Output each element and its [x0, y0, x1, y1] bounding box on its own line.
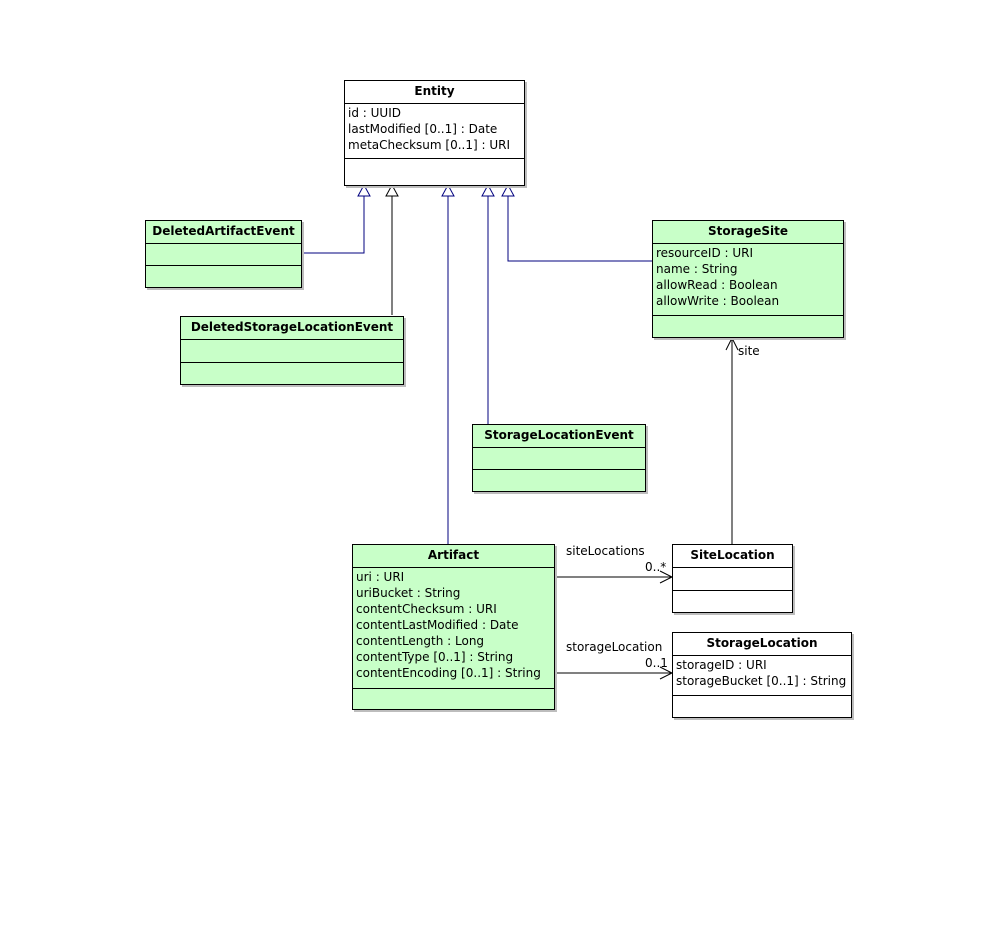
class-name: StorageLocation: [673, 633, 851, 656]
attribute: storageBucket [0..1] : String: [676, 674, 847, 688]
association-arrowhead-site: [725, 336, 739, 351]
multiplicity-label-sitelocations: 0..*: [645, 560, 667, 574]
class-storage-site[interactable]: StorageSite resourceID : URI name : Stri…: [652, 220, 844, 338]
class-name: DeletedStorageLocationEvent: [181, 317, 403, 340]
attributes-compartment: storageID : URI storageBucket [0..1] : S…: [673, 656, 851, 696]
generalization-arrowhead: [481, 183, 495, 197]
attributes-compartment: id : UUID lastModified [0..1] : Date met…: [345, 104, 524, 159]
attribute: name : String: [656, 262, 738, 276]
class-entity[interactable]: Entity id : UUID lastModified [0..1] : D…: [344, 80, 525, 186]
class-name: StorageLocationEvent: [473, 425, 645, 448]
role-label-storagelocation: storageLocation: [566, 640, 663, 654]
generalization-arrowhead: [501, 183, 515, 197]
attributes-compartment: [181, 340, 403, 363]
role-label-site: site: [738, 344, 760, 358]
role-label-sitelocations: siteLocations: [566, 544, 645, 558]
class-name: DeletedArtifactEvent: [146, 221, 301, 244]
attribute: contentLength : Long: [356, 634, 485, 648]
generalization-arrowhead: [357, 183, 371, 197]
multiplicity-label-storagelocation: 0..1: [645, 656, 668, 670]
attribute: contentChecksum : URI: [356, 602, 497, 616]
attribute: uri : URI: [356, 570, 405, 584]
attribute: contentType [0..1] : String: [356, 650, 514, 664]
generalization-storagesite-entity: [507, 196, 652, 262]
class-site-location[interactable]: SiteLocation: [672, 544, 793, 613]
class-name: StorageSite: [653, 221, 843, 244]
class-name: Artifact: [353, 545, 554, 568]
attributes-compartment: resourceID : URI name : String allowRead…: [653, 244, 843, 316]
generalization-arrowhead: [441, 183, 455, 197]
attribute: allowRead : Boolean: [656, 278, 778, 292]
attribute: contentEncoding [0..1] : String: [356, 666, 541, 680]
attribute: allowWrite : Boolean: [656, 294, 780, 308]
class-deleted-storage-location-event[interactable]: DeletedStorageLocationEvent: [180, 316, 404, 385]
attribute: storageID : URI: [676, 658, 767, 672]
attributes-compartment: [473, 448, 645, 470]
class-storage-location[interactable]: StorageLocation storageID : URI storageB…: [672, 632, 852, 718]
attributes-compartment: [673, 568, 792, 591]
class-artifact[interactable]: Artifact uri : URI uriBucket : String co…: [352, 544, 555, 710]
class-name: SiteLocation: [673, 545, 792, 568]
attribute: lastModified [0..1] : Date: [348, 122, 498, 136]
attributes-compartment: [146, 244, 301, 266]
generalization-deletedartifactevent-entity: [301, 196, 365, 254]
attribute: metaChecksum [0..1] : URI: [348, 138, 510, 152]
attribute: id : UUID: [348, 106, 401, 120]
class-storage-location-event[interactable]: StorageLocationEvent: [472, 424, 646, 492]
attribute: uriBucket : String: [356, 586, 461, 600]
generalization-arrowhead: [385, 183, 399, 197]
class-deleted-artifact-event[interactable]: DeletedArtifactEvent: [145, 220, 302, 288]
attribute: resourceID : URI: [656, 246, 754, 260]
class-name: Entity: [345, 81, 524, 104]
attribute: contentLastModified : Date: [356, 618, 519, 632]
attributes-compartment: uri : URI uriBucket : String contentChec…: [353, 568, 554, 689]
